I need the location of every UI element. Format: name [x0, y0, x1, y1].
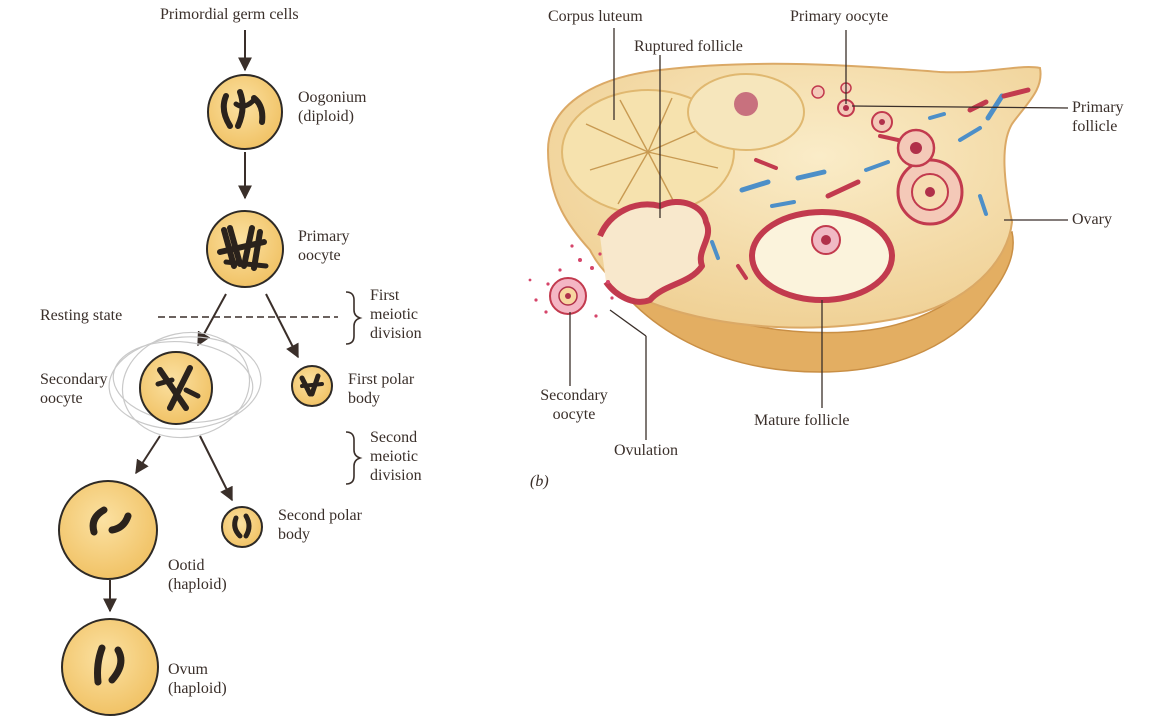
- ovum-cell: [62, 619, 158, 715]
- second-polar-body-cell: [222, 507, 262, 547]
- arrow-secondary-to-ootid: [136, 436, 160, 473]
- label-first-meiotic-line3: division: [370, 324, 422, 343]
- label-ootid: Ootid (haploid): [168, 556, 227, 594]
- released-secondary-oocyte: [550, 278, 586, 314]
- label-oogonium-line2: (diploid): [298, 107, 366, 126]
- label-secondary-oocyte-line1: Secondary: [40, 370, 108, 389]
- ootid-cell: [59, 481, 157, 579]
- label-mature-follicle: Mature follicle: [754, 411, 850, 430]
- primary-oocyte-cell: [207, 211, 283, 287]
- label-second-polar-line1: Second polar: [278, 506, 362, 525]
- label-second-polar-body: Second polar body: [278, 506, 362, 544]
- label-primary-follicle-line1: Primary: [1072, 98, 1124, 117]
- label-secondary-oocyte-right-line1: Secondary: [532, 386, 616, 405]
- brace-second-meiotic: [346, 432, 360, 484]
- secondary-oocyte-cell: [140, 352, 212, 424]
- label-panel-b: (b): [530, 472, 549, 491]
- label-second-meiotic-line2: meiotic: [370, 447, 422, 466]
- first-polar-body-cell: [292, 366, 332, 406]
- label-primary-oocyte-line2: oocyte: [298, 246, 350, 265]
- label-secondary-oocyte-line2: oocyte: [40, 389, 108, 408]
- label-ovum: Ovum (haploid): [168, 660, 227, 698]
- label-oogonium-line1: Oogonium: [298, 88, 366, 107]
- label-ovum-line1: Ovum: [168, 660, 227, 679]
- label-first-meiotic-line1: First: [370, 286, 422, 305]
- label-first-polar-line1: First polar: [348, 370, 414, 389]
- label-primary-oocyte-left: Primary oocyte: [298, 227, 350, 265]
- arrow-primary-to-polar1: [266, 294, 298, 357]
- oogonium-cell: [208, 75, 282, 149]
- label-ootid-line1: Ootid: [168, 556, 227, 575]
- label-primordial-germ-cells: Primordial germ cells: [160, 5, 299, 24]
- label-first-meiotic-line2: meiotic: [370, 305, 422, 324]
- label-corpus-luteum: Corpus luteum: [548, 7, 643, 26]
- label-primary-follicle: Primary follicle: [1072, 98, 1124, 136]
- label-first-polar-body: First polar body: [348, 370, 414, 408]
- label-resting-state: Resting state: [40, 306, 122, 325]
- label-ruptured-follicle: Ruptured follicle: [634, 37, 743, 56]
- degenerating-follicle: [688, 74, 804, 150]
- brace-first-meiotic: [346, 292, 360, 344]
- label-secondary-oocyte-left: Secondary oocyte: [40, 370, 108, 408]
- label-second-polar-line2: body: [278, 525, 362, 544]
- label-ovulation: Ovulation: [614, 441, 678, 460]
- label-oogonium: Oogonium (diploid): [298, 88, 366, 126]
- label-ootid-line2: (haploid): [168, 575, 227, 594]
- label-second-meiotic-division: Second meiotic division: [370, 428, 422, 485]
- label-primary-oocyte-line1: Primary: [298, 227, 350, 246]
- arrow-secondary-to-polar2: [200, 436, 232, 500]
- label-first-polar-line2: body: [348, 389, 414, 408]
- label-ovary: Ovary: [1072, 210, 1112, 229]
- label-primary-follicle-line2: follicle: [1072, 117, 1124, 136]
- label-secondary-oocyte-right: Secondary oocyte: [532, 386, 616, 424]
- label-primary-oocyte-right: Primary oocyte: [790, 7, 888, 26]
- label-secondary-oocyte-right-line2: oocyte: [532, 405, 616, 424]
- label-second-meiotic-line3: division: [370, 466, 422, 485]
- mature-follicle: [752, 212, 892, 300]
- ovary-panel: [529, 28, 1068, 440]
- label-second-meiotic-line1: Second: [370, 428, 422, 447]
- label-ovum-line2: (haploid): [168, 679, 227, 698]
- label-first-meiotic-division: First meiotic division: [370, 286, 422, 343]
